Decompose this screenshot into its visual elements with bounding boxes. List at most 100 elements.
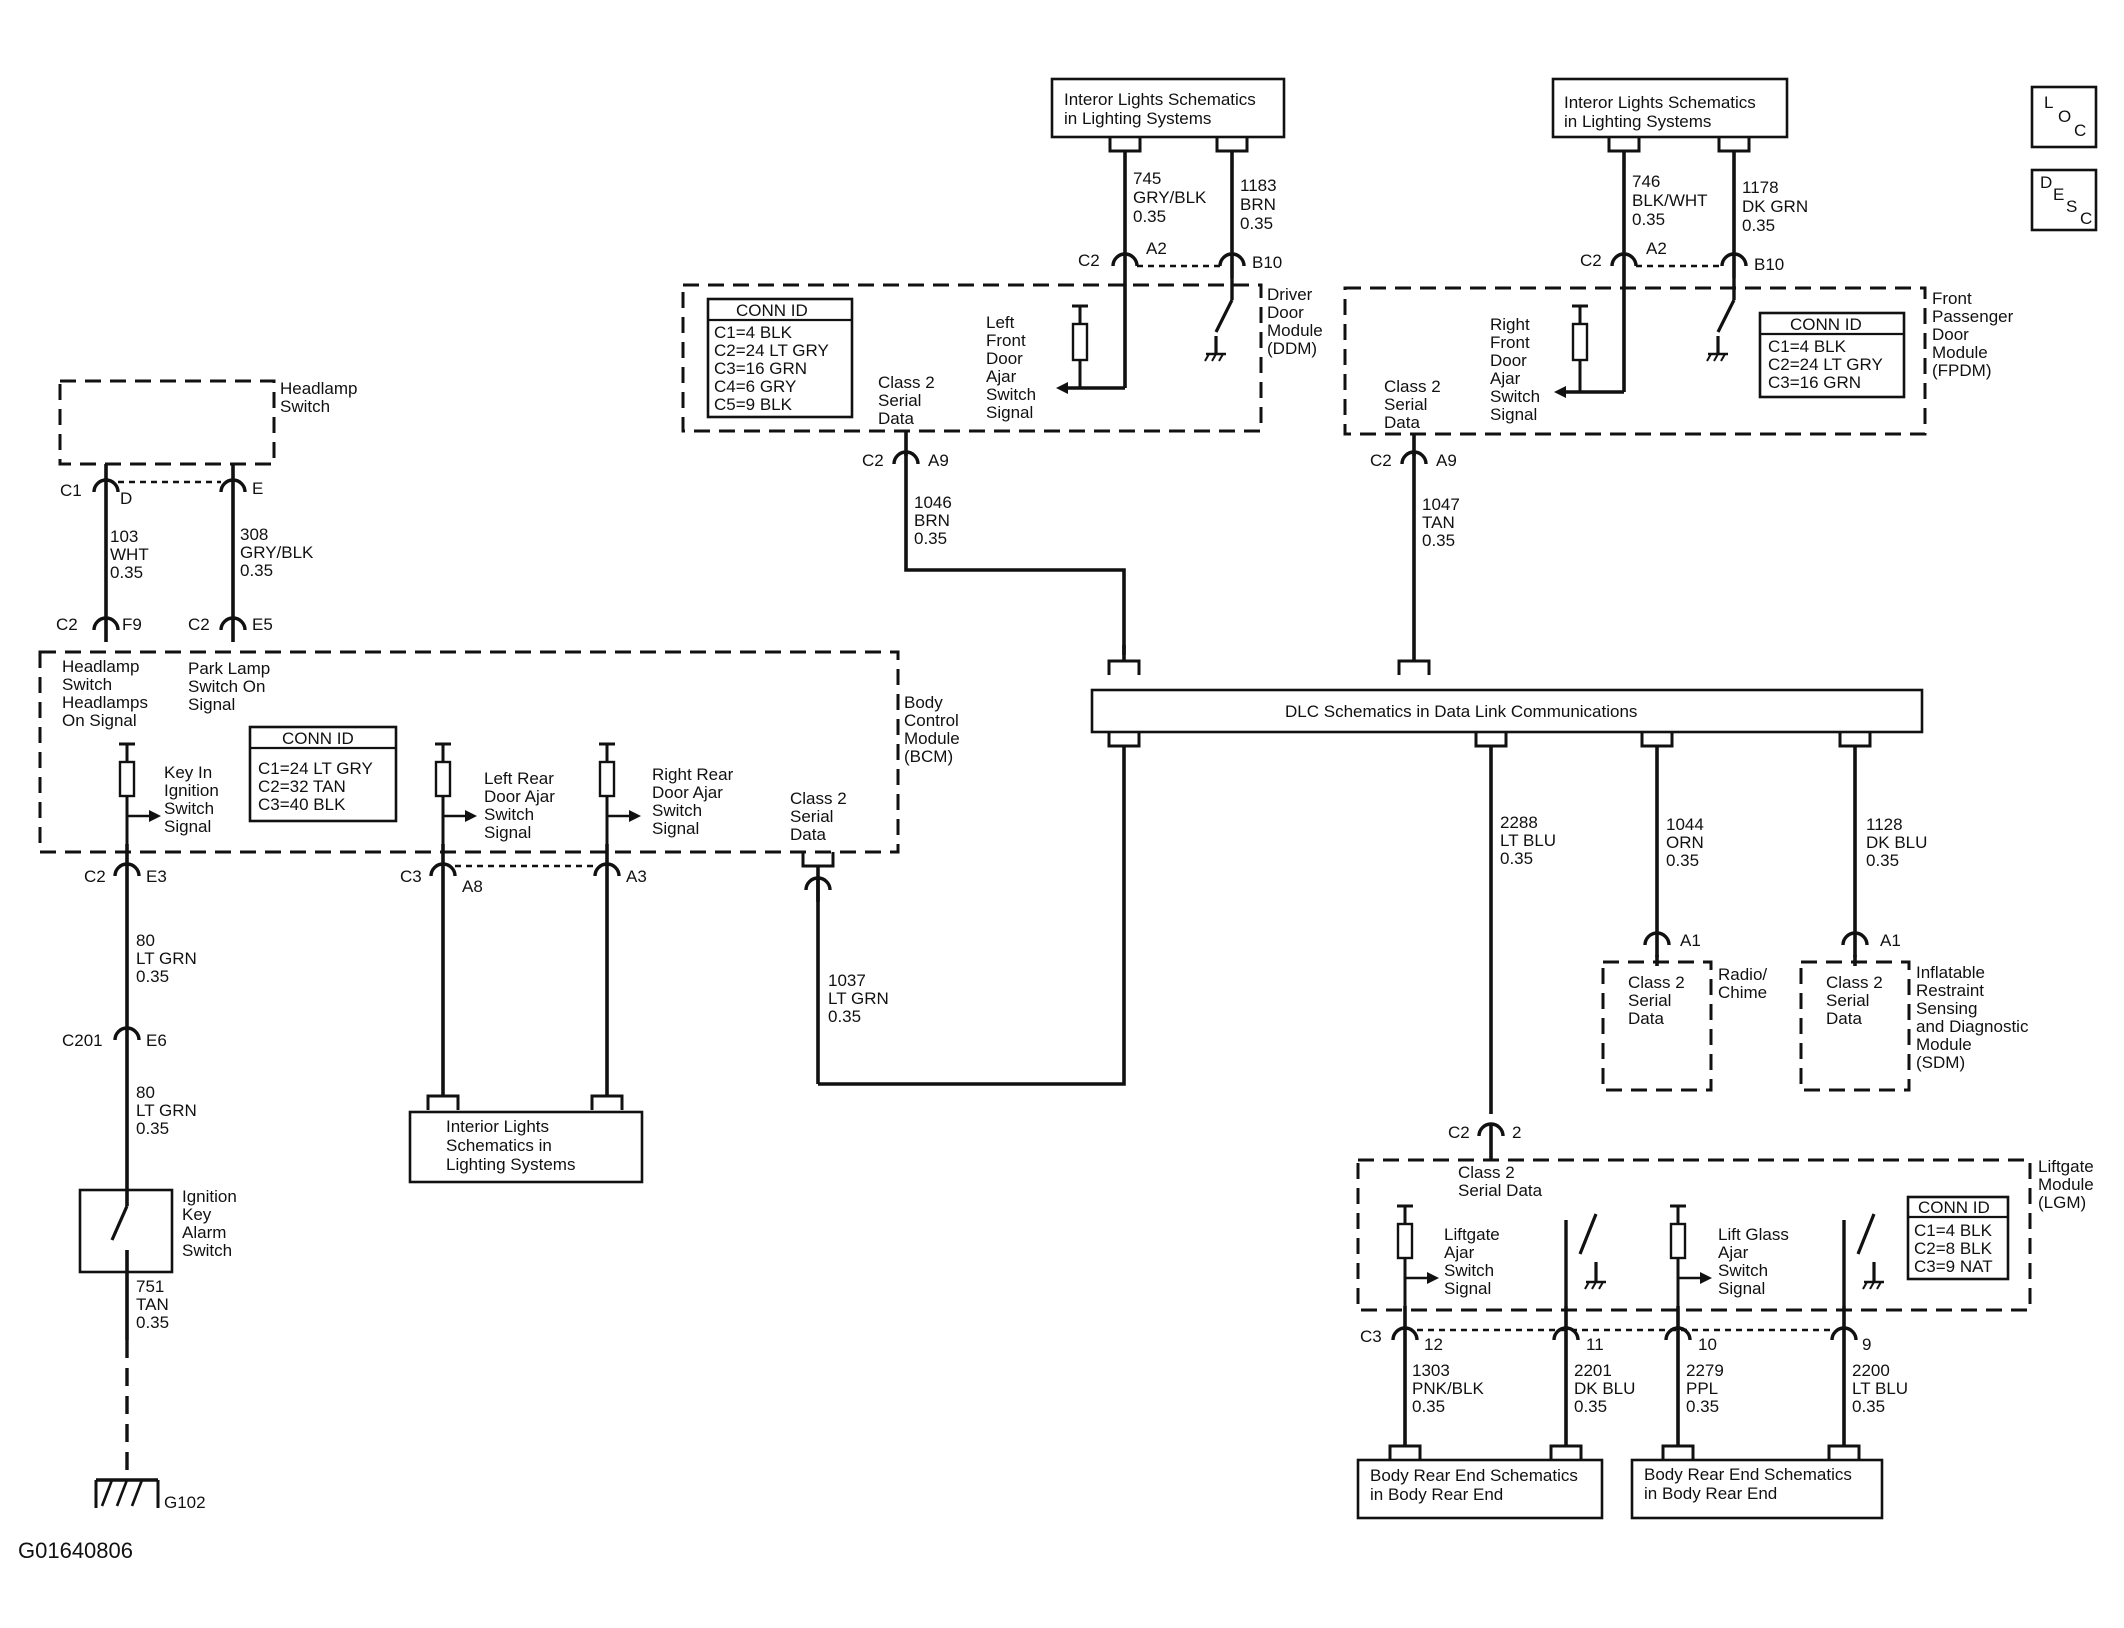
svg-text:Data: Data xyxy=(1384,413,1420,432)
connector-icon xyxy=(593,862,621,890)
wire-label-308: 308 GRY/BLK 0.35 xyxy=(240,525,314,580)
lgm-pin-10: 10 xyxy=(1698,1335,1717,1354)
svg-text:C5=9 BLK: C5=9 BLK xyxy=(714,395,793,414)
connector-icon xyxy=(1610,252,1638,280)
wire-label-2200: 2200 LT BLU 0.35 xyxy=(1852,1361,1908,1416)
svg-text:Liftgate: Liftgate xyxy=(1444,1225,1500,1244)
ref-text: in Lighting Systems xyxy=(1564,112,1711,131)
svg-text:Switch: Switch xyxy=(1490,387,1540,406)
wire-label-80b: 80 LT GRN 0.35 xyxy=(136,1083,197,1138)
ddm-module-name: Driver Door Module (DDM) xyxy=(1267,285,1323,358)
desc-icon[interactable]: D E S C xyxy=(2030,168,2098,232)
connector-icon xyxy=(1664,1326,1692,1354)
svg-text:LT BLU: LT BLU xyxy=(1852,1379,1908,1398)
svg-text:Right Rear: Right Rear xyxy=(652,765,734,784)
svg-text:Control: Control xyxy=(904,711,959,730)
svg-text:C2=24 LT GRY: C2=24 LT GRY xyxy=(1768,355,1883,374)
svg-text:Door: Door xyxy=(986,349,1023,368)
sdm-pin-a1: A1 xyxy=(1880,931,1901,950)
dlc-reference-bar[interactable]: DLC Schematics in Data Link Communicatio… xyxy=(1090,688,1924,734)
interior-lights-ref-bottom[interactable]: Interior Lights Schematics in Lighting S… xyxy=(408,1110,644,1184)
svg-text:0.35: 0.35 xyxy=(240,561,273,580)
ignition-switch xyxy=(78,1188,174,1274)
lgm-liftgate-switch-label: Liftgate Ajar Switch Signal xyxy=(1444,1225,1500,1298)
ground-label: G102 xyxy=(164,1493,206,1512)
sdm-module-name: Inflatable Restraint Sensing and Diagnos… xyxy=(1916,963,2029,1072)
svg-text:Module: Module xyxy=(1916,1035,1972,1054)
svg-text:1037: 1037 xyxy=(828,971,866,990)
ref-text: Interior Lights xyxy=(446,1117,549,1136)
wire-label-1303: 1303 PNK/BLK 0.35 xyxy=(1412,1361,1484,1416)
switch-icon xyxy=(1564,1213,1608,1306)
svg-text:0.35: 0.35 xyxy=(1632,210,1665,229)
connector-icon xyxy=(219,616,247,644)
fpdm-pin-a9: A9 xyxy=(1436,451,1457,470)
svg-text:C1=24 LT GRY: C1=24 LT GRY xyxy=(258,759,373,778)
connector-icon xyxy=(1717,135,1751,169)
interior-lights-ref-right[interactable]: Interor Lights Schematics in Lighting Sy… xyxy=(1551,77,1789,139)
ddm-conn-id-table: CONN ID C1=4 BLK C2=24 LT GRY C3=16 GRN … xyxy=(706,297,854,419)
svg-text:Right: Right xyxy=(1490,315,1530,334)
lgm-pin-2: 2 xyxy=(1512,1123,1521,1142)
headlamp-pin-e: E xyxy=(252,479,263,498)
svg-text:Key: Key xyxy=(182,1205,212,1224)
lgm-c2: C2 xyxy=(1448,1123,1470,1142)
svg-text:(BCM): (BCM) xyxy=(904,747,953,766)
svg-text:103: 103 xyxy=(110,527,138,546)
ddm-c2-a9-label: C2 xyxy=(862,451,884,470)
svg-text:Signal: Signal xyxy=(1444,1279,1491,1298)
interior-lights-ref-left[interactable]: Interor Lights Schematics in Lighting Sy… xyxy=(1050,77,1286,139)
desc-c: C xyxy=(2080,209,2092,228)
connector-icon xyxy=(1607,135,1641,169)
resistor-icon xyxy=(117,742,163,846)
lgm-serial-label: Class 2 Serial Data xyxy=(1458,1163,1543,1200)
svg-text:Module: Module xyxy=(904,729,960,748)
wire-label-745: 745 GRY/BLK 0.35 xyxy=(1133,169,1207,226)
svg-text:C2=8 BLK: C2=8 BLK xyxy=(1914,1239,1993,1258)
svg-text:LT BLU: LT BLU xyxy=(1500,831,1556,850)
svg-text:Front: Front xyxy=(1490,333,1530,352)
lgm-module-outline xyxy=(1356,1158,2032,1312)
wire-label-1044: 1044 ORN 0.35 xyxy=(1666,815,1704,870)
connector-icon xyxy=(1549,1428,1583,1462)
bcm-key-in-label: Key In Ignition Switch Signal xyxy=(164,763,219,836)
connector-icon xyxy=(1474,730,1508,764)
svg-text:C3=16 GRN: C3=16 GRN xyxy=(1768,373,1861,392)
connector-icon xyxy=(1661,1428,1695,1462)
wire-label-103: 103 WHT 0.35 xyxy=(110,527,149,582)
svg-text:Class 2: Class 2 xyxy=(1826,973,1883,992)
svg-text:0.35: 0.35 xyxy=(1422,531,1455,550)
svg-text:(LGM): (LGM) xyxy=(2038,1193,2086,1212)
connector-icon xyxy=(1388,1428,1422,1462)
svg-text:Door: Door xyxy=(1932,325,1969,344)
ignition-switch-label: Ignition Key Alarm Switch xyxy=(182,1187,237,1260)
svg-text:Sensing: Sensing xyxy=(1916,999,1977,1018)
body-rear-ref-right[interactable]: Body Rear End Schematics in Body Rear En… xyxy=(1630,1458,1884,1520)
lgm-pin-11: 11 xyxy=(1586,1335,1604,1354)
loc-icon[interactable]: L O C xyxy=(2030,85,2098,149)
connector-icon xyxy=(429,862,457,890)
lgm-pin-12: 12 xyxy=(1424,1335,1443,1354)
svg-text:0.35: 0.35 xyxy=(1240,214,1273,233)
lgm-module-name: Liftgate Module (LGM) xyxy=(2038,1157,2094,1212)
sdm-serial-label: Class 2 Serial Data xyxy=(1826,973,1883,1028)
svg-text:0.35: 0.35 xyxy=(136,967,169,986)
svg-text:C3=9 NAT: C3=9 NAT xyxy=(1914,1257,1993,1276)
wire-label-1128: 1128 DK BLU 0.35 xyxy=(1866,815,1927,870)
wire-label-1178: 1178 DK GRN 0.35 xyxy=(1742,178,1808,235)
svg-text:Switch: Switch xyxy=(182,1241,232,1260)
svg-text:0.35: 0.35 xyxy=(1133,207,1166,226)
svg-text:(FPDM): (FPDM) xyxy=(1932,361,1991,380)
wire-label-751: 751 TAN 0.35 xyxy=(136,1277,169,1332)
svg-text:Switch: Switch xyxy=(164,799,214,818)
svg-text:Headlamp: Headlamp xyxy=(280,379,358,398)
svg-text:C3=40 BLK: C3=40 BLK xyxy=(258,795,346,814)
bcm-headlamp-signal-label: Headlamp Switch Headlamps On Signal xyxy=(62,657,148,730)
svg-text:LT GRN: LT GRN xyxy=(828,989,889,1008)
pin-e6: E6 xyxy=(146,1031,167,1050)
fpdm-serial-label: Class 2 Serial Data xyxy=(1384,377,1441,432)
svg-text:Radio/: Radio/ xyxy=(1718,965,1767,984)
svg-text:Class 2: Class 2 xyxy=(1384,377,1441,396)
body-rear-ref-left[interactable]: Body Rear End Schematics in Body Rear En… xyxy=(1356,1458,1604,1520)
